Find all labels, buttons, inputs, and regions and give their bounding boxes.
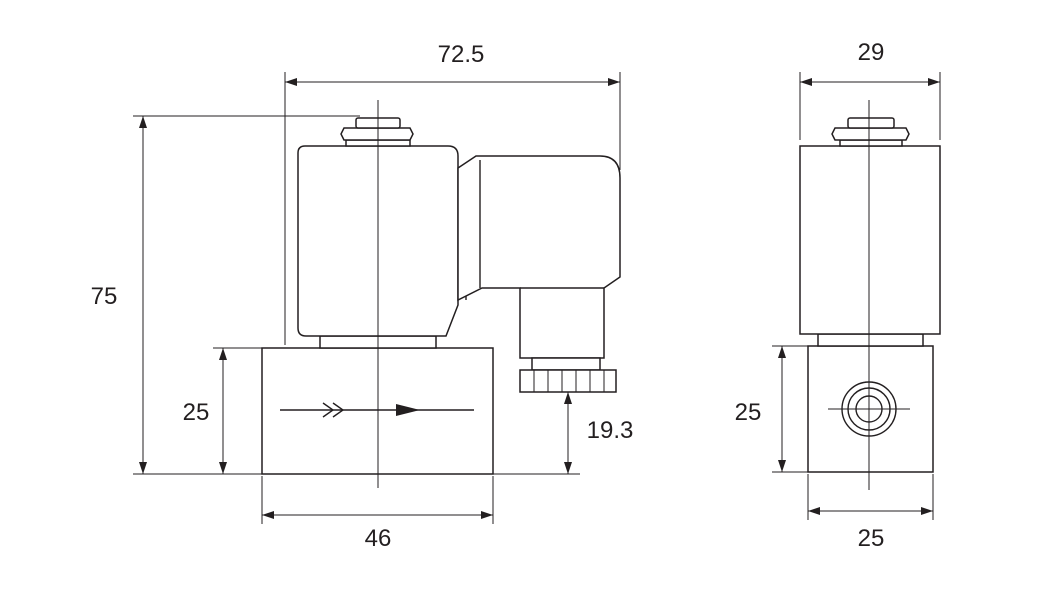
side-top-nut [831,127,910,141]
dim-side-25-horizontal-label: 25 [858,525,885,552]
dim-side-25-vertical-label: 25 [735,399,762,426]
front-view: 72.5 75 25 19.3 46 [91,41,634,552]
dim-72-5-label: 72.5 [438,41,485,68]
top-nut [340,127,414,141]
side-coil-neck [817,333,924,347]
cable-gland-collar [531,357,601,371]
dim-75-label: 75 [91,283,118,310]
side-coil [799,145,941,335]
side-top-washer [839,139,903,147]
connector-housing [457,155,621,359]
dim-46-label: 46 [365,525,392,552]
flow-direction-arrow [280,402,474,418]
side-view: 29 25 25 [735,39,941,552]
dim-front-25-label: 25 [183,399,210,426]
dim-19-3-label: 19.3 [587,417,634,444]
dim-29-label: 29 [858,39,885,66]
side-top-screw [847,117,895,129]
